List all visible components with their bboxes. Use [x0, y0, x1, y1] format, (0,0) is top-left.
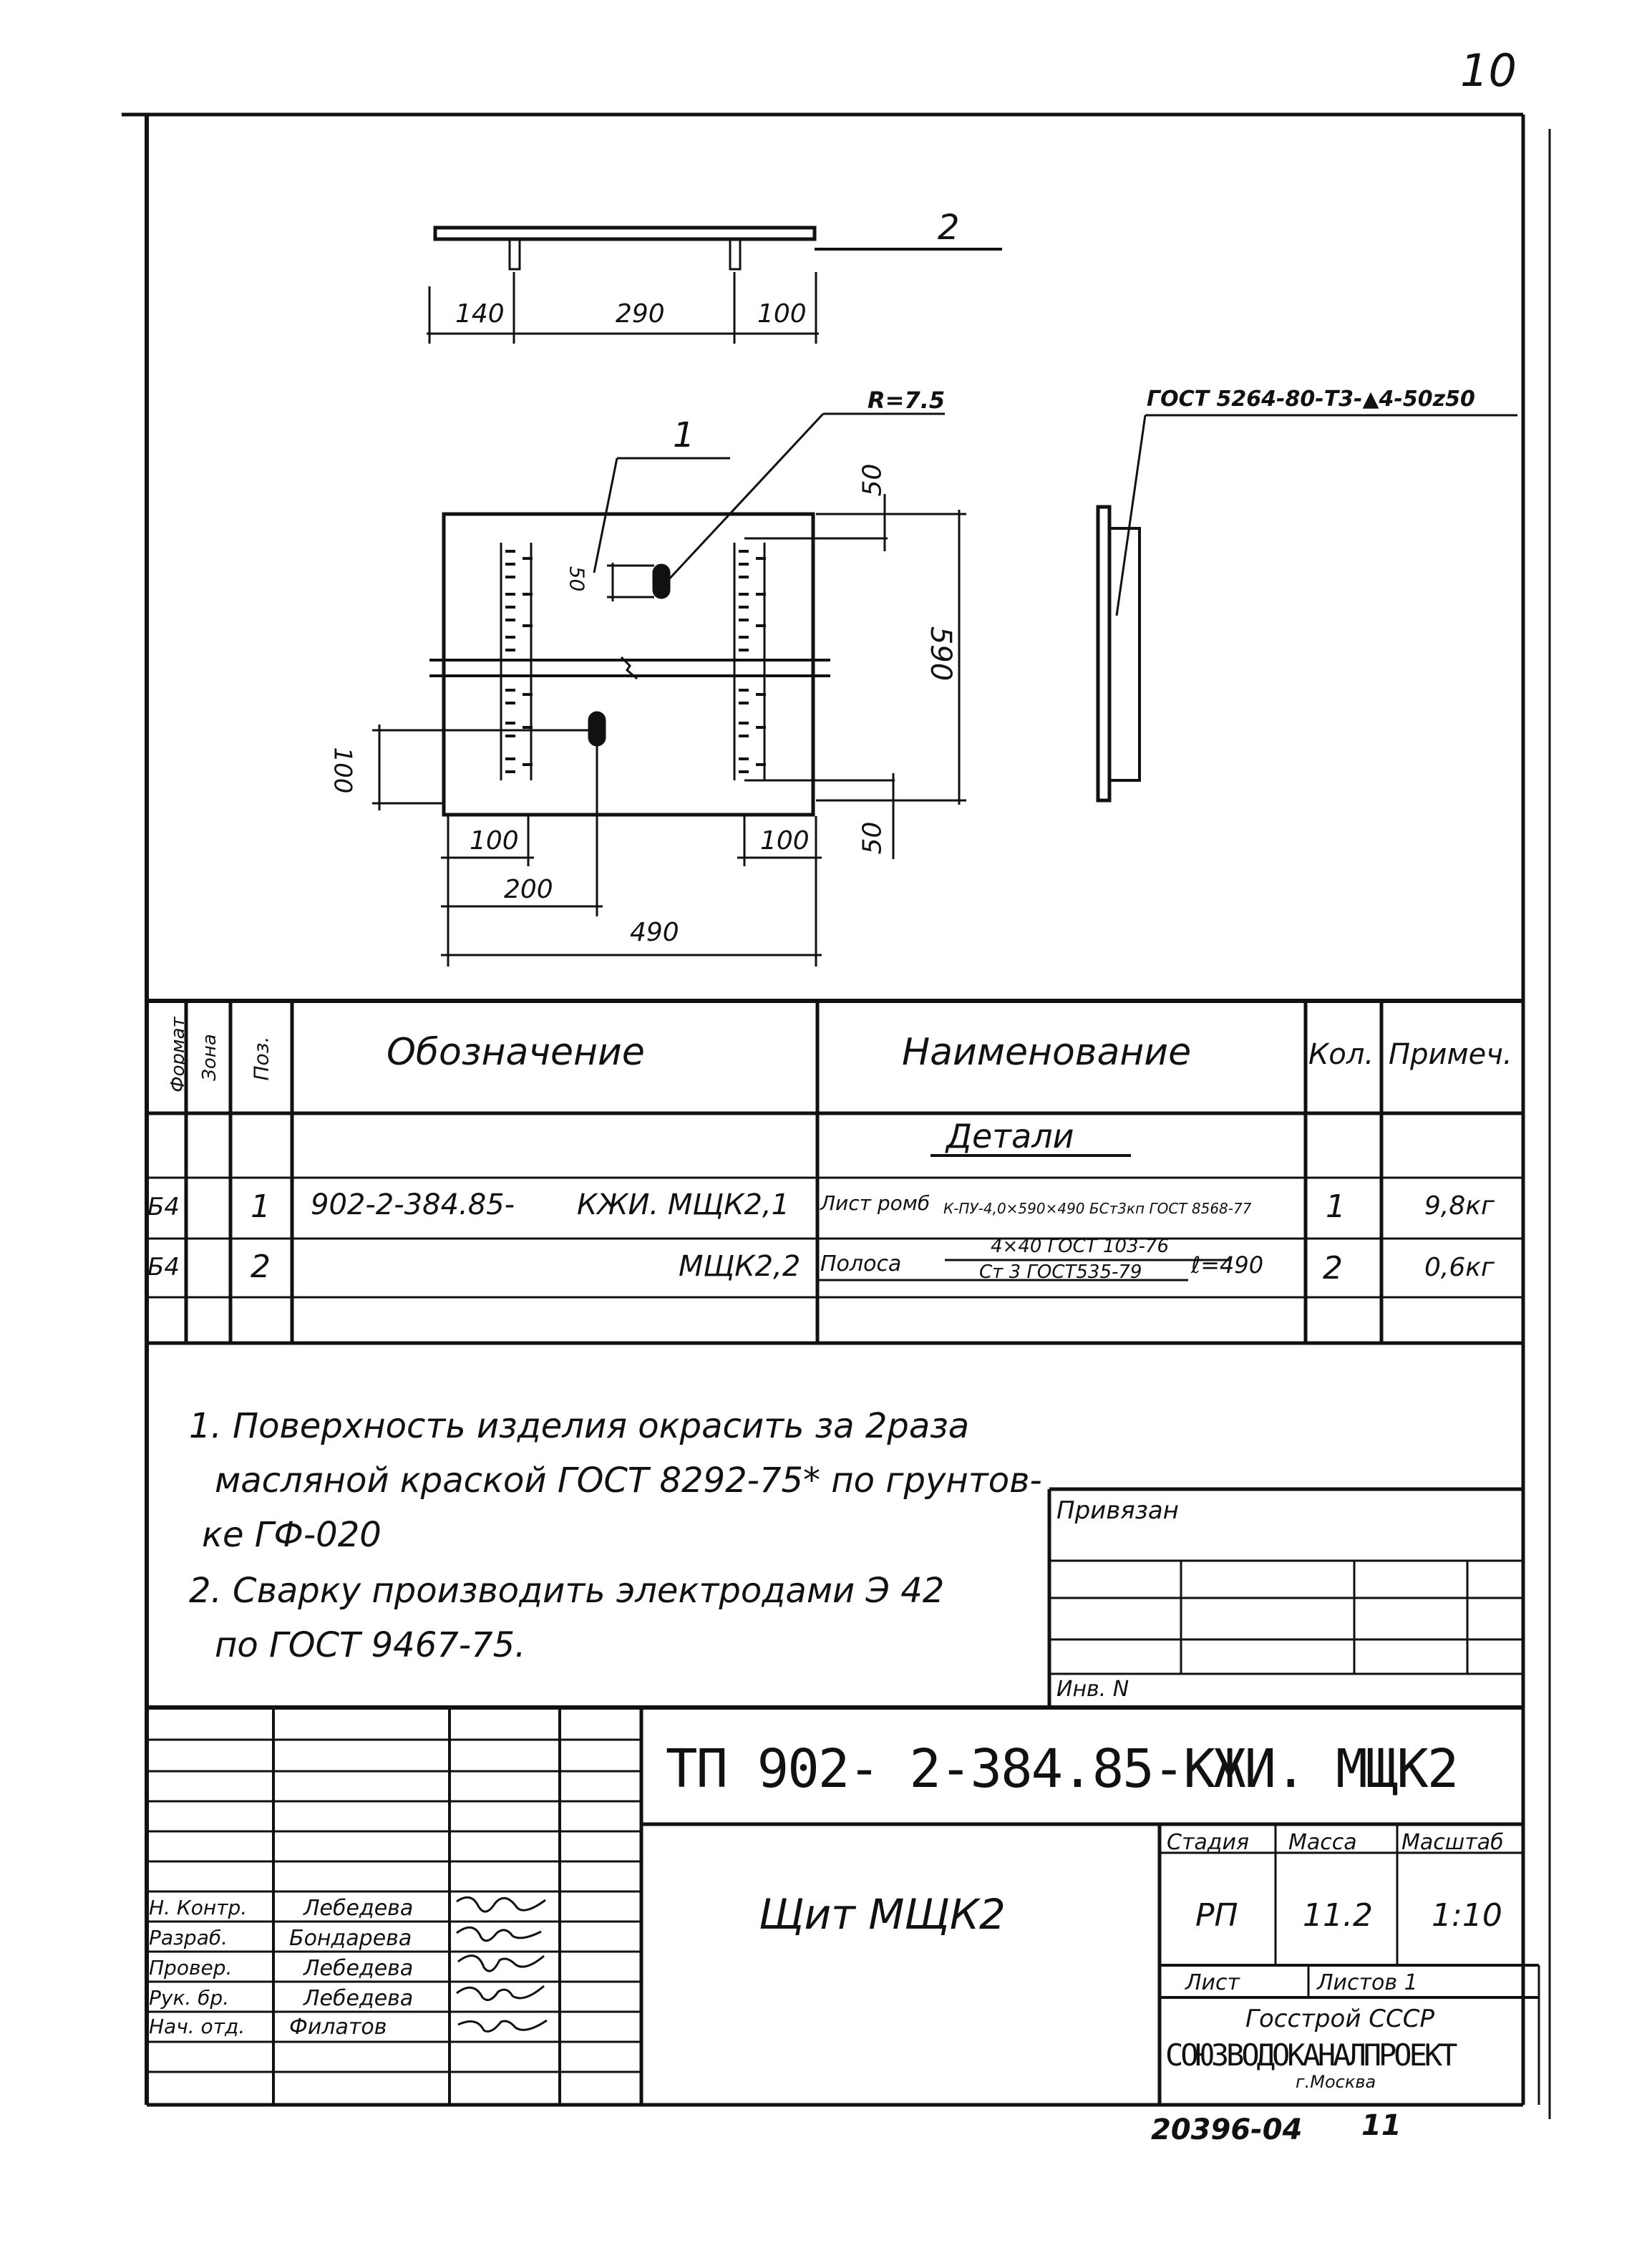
- dim-140: 140: [455, 299, 505, 329]
- table-row-2-designation-b: МЩК2,2: [679, 1250, 801, 1283]
- table-row-1-name-a: Лист ромб: [820, 1191, 931, 1215]
- table-row-1-format: Б4: [147, 1193, 180, 1221]
- table-row-1-designation-b: КЖИ. МЩК2,1: [577, 1188, 790, 1221]
- dim-100-left: 100: [328, 747, 357, 794]
- stage-value: РП: [1195, 1897, 1238, 1934]
- org-souzvodokanalproekt: СОЮЗВОДОКАНАЛПРОЕКТ: [1165, 2038, 1457, 2073]
- footer-sheet: 11: [1361, 2109, 1401, 2142]
- table-row-2-name-top: 4×40 ГОСТ 103-76: [991, 1236, 1170, 1257]
- table-row-2-name-a: Полоса: [820, 1251, 902, 1276]
- dim-100-top: 100: [757, 299, 807, 329]
- table-row-2-name-bottom: Ст 3 ГОСТ535-79: [979, 1261, 1142, 1283]
- scale-label: Масштаб: [1401, 1830, 1504, 1855]
- role-ruk-br: Рук. бр.: [149, 1986, 230, 2010]
- dim-50-top: 50: [857, 463, 888, 497]
- table-row-1-pos: 1: [251, 1188, 271, 1225]
- sheet-number: 10: [1460, 44, 1517, 97]
- note-line-5: по ГОСТ 9467-75.: [215, 1625, 526, 1665]
- col-name-header: Наименование: [902, 1031, 1192, 1074]
- scale-value: 1:10: [1432, 1897, 1502, 1934]
- dim-290: 290: [616, 299, 665, 329]
- name-n-kontr: Лебедева: [303, 1896, 414, 1921]
- table-row-2-note: 0,6кг: [1424, 1253, 1495, 1282]
- table-row-2-format: Б4: [147, 1253, 180, 1282]
- radius-label: R=7.5: [868, 387, 946, 414]
- pos2-label: 2: [938, 208, 960, 248]
- dim-200: 200: [504, 875, 553, 904]
- col-note-header: Примеч.: [1389, 1038, 1512, 1071]
- table-row-1-designation-a: 902-2-384.85-: [311, 1188, 515, 1221]
- name-nach-otd: Филатов: [289, 2015, 387, 2040]
- role-nach-otd: Нач. отд.: [149, 2015, 246, 2038]
- table-row-1-name-b: К-ПУ-4,0×590×490 БСт3кп ГОСТ 8568-77: [943, 1200, 1252, 1217]
- mass-label: Масса: [1288, 1830, 1357, 1855]
- org-city: г.Москва: [1296, 2072, 1376, 2092]
- note-line-4: 2. Сварку производить электродами Э 42: [189, 1571, 945, 1611]
- dim-50-bottom: 50: [857, 821, 888, 855]
- signatures: [456, 1896, 548, 2033]
- role-n-kontr: Н. Контр.: [149, 1896, 248, 1919]
- dim-100-b: 100: [760, 826, 810, 856]
- table-row-1-qty: 1: [1326, 1188, 1346, 1225]
- dim-590: 590: [924, 626, 958, 682]
- table-row-1-note: 9,8кг: [1424, 1191, 1495, 1221]
- stage-label: Стадия: [1167, 1830, 1250, 1855]
- note-line-3: ке ГФ-020: [202, 1515, 382, 1555]
- table-row-2-name-c: ℓ=490: [1191, 1251, 1264, 1279]
- col-format-header: Формат: [167, 1017, 189, 1093]
- dim-100-a: 100: [470, 826, 519, 856]
- col-designation-header: Обозначение: [387, 1031, 645, 1074]
- footer-code: 20396-04: [1151, 2113, 1303, 2146]
- sheets-label: Листов 1: [1317, 1970, 1418, 1995]
- role-razrab: Разраб.: [149, 1926, 228, 1949]
- table-row-2-qty: 2: [1323, 1250, 1343, 1287]
- note-line-1: 1. Поверхность изделия окрасить за 2раза: [189, 1406, 970, 1446]
- org-gosstroy: Госстрой СССР: [1245, 2005, 1434, 2033]
- name-prover: Лебедева: [303, 1956, 414, 1981]
- name-razrab: Бондарева: [289, 1926, 412, 1951]
- dim-490: 490: [630, 918, 679, 947]
- mass-value: 11.2: [1303, 1897, 1373, 1934]
- section-title: Детали: [946, 1117, 1074, 1156]
- document-code: ТП 902- 2-384.85-КЖИ. МЩК2: [666, 1738, 1459, 1800]
- product-title: Щит МЩК2: [759, 1890, 1006, 1939]
- role-prover: Провер.: [149, 1956, 233, 1980]
- dim-50-hole: 50: [565, 566, 589, 592]
- table-row-2-pos: 2: [251, 1249, 271, 1285]
- gost-weld-label: ГОСТ 5264-80-Т3-▲4-50z50: [1147, 387, 1475, 412]
- col-pos-header: Поз.: [249, 1036, 273, 1081]
- name-ruk-br: Лебедева: [303, 1986, 414, 2011]
- sheet-label: Лист: [1185, 1970, 1240, 1995]
- col-zone-header: Зона: [198, 1034, 220, 1081]
- binding-title: Привязан: [1056, 1496, 1179, 1525]
- col-qty-header: Кол.: [1308, 1038, 1374, 1071]
- inventory-number-label: Инв. N: [1056, 1677, 1129, 1702]
- pos1-label: 1: [673, 415, 695, 455]
- note-line-2: масляной краской ГОСТ 8292-75* по грунто…: [215, 1460, 1042, 1501]
